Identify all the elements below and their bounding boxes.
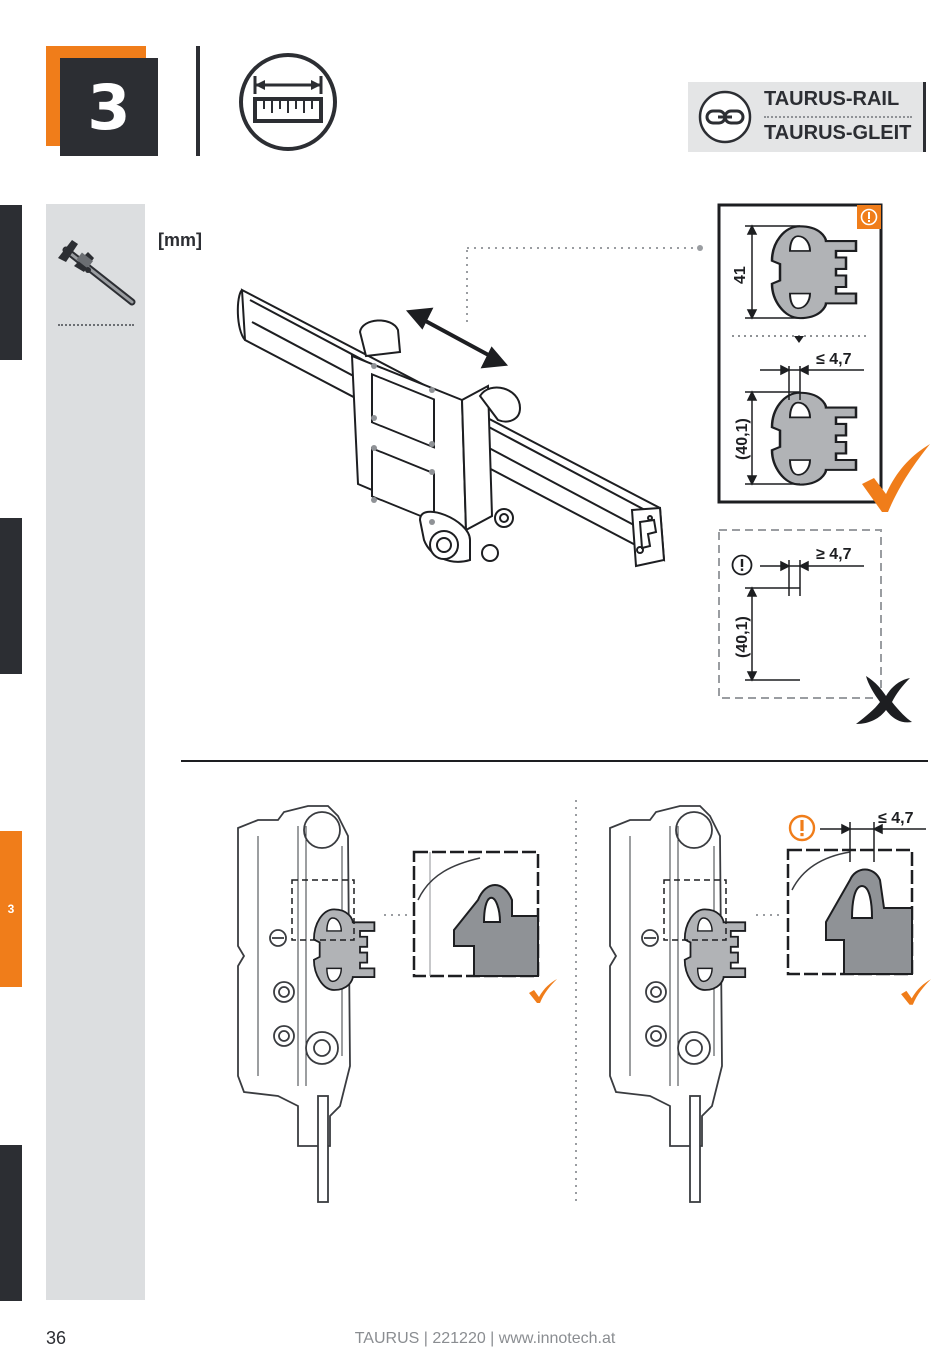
- warning-icon: [788, 814, 816, 842]
- badge-line-rail: TAURUS-RAIL: [764, 88, 900, 110]
- chapter-tab-4[interactable]: [0, 1145, 22, 1301]
- chapter-tab-active[interactable]: 3: [0, 831, 22, 987]
- dimension-gap-detail: ≤ 4,7: [878, 810, 914, 827]
- check-icon: [862, 444, 930, 512]
- page-number: 36: [46, 1328, 67, 1348]
- dimension-gap-ok: ≤ 4,7: [816, 351, 852, 368]
- warning-icon: [731, 554, 753, 576]
- step-number: 3: [60, 58, 158, 156]
- leader-line: [466, 247, 698, 322]
- link-icon: [698, 90, 752, 144]
- footer-text: TAURUS | 221220 | www.innotech.at: [354, 1330, 616, 1347]
- dimension-height-bad: (40,1): [734, 616, 751, 658]
- chapter-tab-2[interactable]: [0, 518, 22, 674]
- dimension-gap-bad: ≥ 4,7: [816, 546, 852, 563]
- badge-line-gleit: TAURUS-GLEIT: [764, 122, 912, 144]
- badge-separator: [764, 116, 912, 118]
- cross-icon: [856, 676, 912, 724]
- badge-stripe: [923, 82, 926, 152]
- trolley-drawing: [350, 319, 522, 563]
- warning-icon: [857, 205, 881, 229]
- unit-label: [mm]: [158, 230, 202, 250]
- chapter-tab-1[interactable]: [0, 205, 22, 360]
- check-icon: [901, 979, 931, 1005]
- measuring-tape-icon: [239, 53, 337, 151]
- detail-ok: [412, 850, 540, 978]
- tools-column: [46, 204, 145, 1300]
- header-divider: [196, 46, 200, 156]
- check-icon: [529, 979, 557, 1003]
- product-badge: TAURUS-RAIL TAURUS-GLEIT: [688, 82, 926, 152]
- detail-tolerance: [786, 822, 926, 976]
- dimension-height: 41: [732, 266, 749, 284]
- tools-separator: [58, 324, 134, 326]
- movement-arrow: [405, 307, 509, 369]
- caliper-icon: [58, 240, 136, 306]
- dimension-height-ok: (40,1): [734, 418, 751, 460]
